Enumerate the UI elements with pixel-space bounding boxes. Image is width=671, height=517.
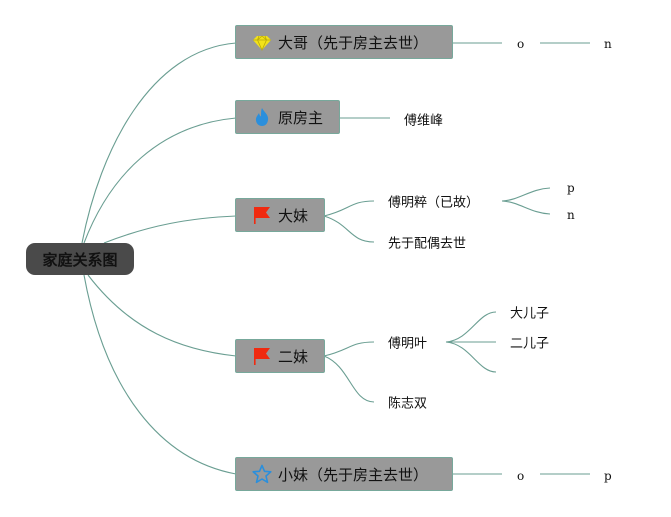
branch-node-youngest-sister[interactable]: 小妹（先于房主去世） — [235, 457, 453, 491]
branch-label: 大哥（先于房主去世） — [278, 33, 429, 52]
leaf-node[interactable]: p — [604, 469, 612, 483]
link-root-branch-3 — [103, 215, 237, 244]
branch-node-second-sister[interactable]: 二妹 — [235, 339, 325, 373]
leaf-node[interactable]: 二儿子 — [510, 336, 550, 352]
link-b3c1-g1 — [501, 187, 551, 202]
root-label: 家庭关系图 — [42, 250, 118, 269]
flame-icon — [252, 107, 272, 127]
link-root-branch-1 — [81, 42, 237, 244]
flag-icon — [252, 346, 272, 366]
link-b4c1-g1 — [445, 311, 497, 343]
leaf-node[interactable]: p — [567, 181, 575, 195]
branch-label: 小妹（先于房主去世） — [278, 465, 429, 484]
root-node[interactable]: 家庭关系图 — [26, 243, 134, 275]
link-b3-c2 — [323, 215, 375, 243]
link-b4-c1 — [323, 341, 375, 357]
link-b3c1-g2 — [501, 200, 551, 215]
leaf-node[interactable]: 大儿子 — [510, 306, 550, 322]
leaf-node[interactable]: n — [604, 37, 612, 51]
link-b4c1-g3 — [445, 341, 497, 373]
link-root-branch-2 — [83, 117, 237, 244]
flag-icon — [252, 205, 272, 225]
leaf-node[interactable]: o — [517, 37, 525, 51]
link-root-branch-5 — [83, 274, 237, 475]
branch-label: 大妹 — [278, 206, 309, 225]
branch-node-elder-sister[interactable]: 大妹 — [235, 198, 325, 232]
branch-label: 原房主 — [278, 108, 324, 127]
leaf-node[interactable]: n — [567, 208, 575, 222]
diamond-icon — [252, 32, 272, 52]
branch-node-eldest-brother[interactable]: 大哥（先于房主去世） — [235, 25, 453, 59]
leaf-node[interactable]: o — [517, 469, 525, 483]
branch-node-original-owner[interactable]: 原房主 — [235, 100, 340, 134]
leaf-node[interactable]: 傅维峰 — [404, 113, 444, 129]
link-b4-c2 — [323, 355, 375, 403]
sub-node[interactable]: 傅明叶 — [388, 336, 428, 352]
branch-label: 二妹 — [278, 347, 309, 366]
star-icon — [252, 464, 272, 484]
sub-node[interactable]: 傅明粹（已故） — [388, 195, 480, 211]
link-b3-c1 — [323, 200, 375, 217]
sub-node[interactable]: 陈志双 — [388, 396, 428, 412]
sub-node[interactable]: 先于配偶去世 — [388, 236, 467, 252]
link-root-branch-4 — [87, 274, 237, 357]
